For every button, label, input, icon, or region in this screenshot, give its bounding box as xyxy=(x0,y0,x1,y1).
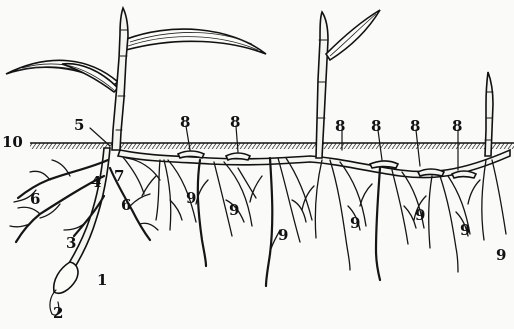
label-4: 4 xyxy=(91,173,101,191)
label-10: 10 xyxy=(2,133,23,151)
bud-4 xyxy=(418,169,444,176)
label-5: 5 xyxy=(74,116,84,134)
label-8-c: 8 xyxy=(335,117,345,135)
label-1: 1 xyxy=(97,271,107,289)
root-clusters xyxy=(142,158,506,286)
label-9-d: 9 xyxy=(350,214,360,232)
label-2: 2 xyxy=(53,304,63,322)
label-9-f: 9 xyxy=(460,221,470,239)
label-6-right: 6 xyxy=(121,196,131,214)
soil-surface-line xyxy=(30,143,514,149)
horizontal-rhizome xyxy=(118,150,510,178)
label-9-b: 9 xyxy=(229,201,239,219)
label-6-left: 6 xyxy=(30,190,40,208)
shoot-middle xyxy=(316,10,380,158)
label-8-b: 8 xyxy=(230,113,240,131)
label-3: 3 xyxy=(66,234,76,252)
bud-5 xyxy=(452,171,476,178)
label-8-f: 8 xyxy=(452,117,462,135)
bud-3 xyxy=(370,161,398,168)
label-9-e: 9 xyxy=(415,206,425,224)
shoot-right xyxy=(485,72,493,156)
label-8-a: 8 xyxy=(180,113,190,131)
label-9-g: 9 xyxy=(496,246,506,264)
bud-2 xyxy=(226,153,250,160)
label-7: 7 xyxy=(114,167,124,185)
label-9-a: 9 xyxy=(186,189,196,207)
label-8-e: 8 xyxy=(410,117,420,135)
old-tuber xyxy=(54,262,78,293)
bud-1 xyxy=(178,151,204,158)
label-9-c: 9 xyxy=(278,226,288,244)
label-8-d: 8 xyxy=(371,117,381,135)
